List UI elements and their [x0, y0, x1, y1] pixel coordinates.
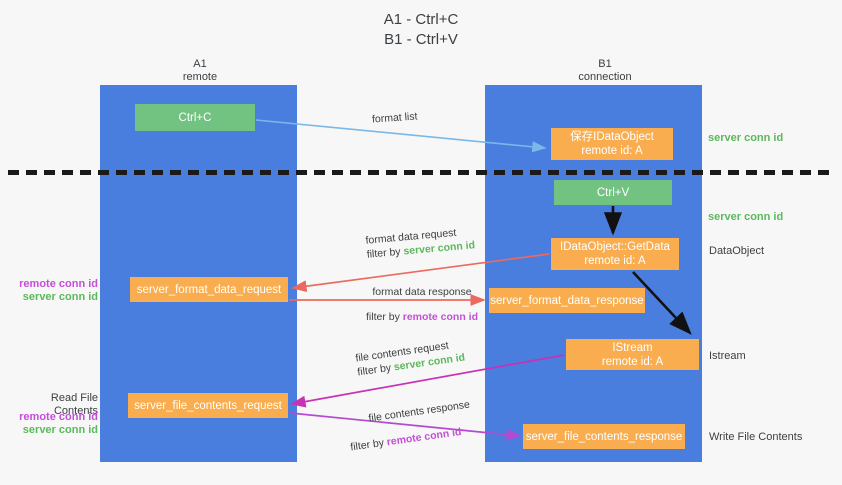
box-server-file-contents-request[interactable]: server_file_contents_request	[128, 393, 288, 418]
title-line-1: A1 - Ctrl+C	[383, 11, 459, 28]
arrow-file-contents-request	[290, 354, 565, 408]
annotation-left-conn-ids-2: remote conn id server conn id	[10, 411, 98, 437]
arrow-format-data-request	[291, 253, 550, 293]
annotation-remote-conn-id-1: remote conn id	[19, 278, 98, 290]
box-save-idataobject-line1: 保存IDataObject	[570, 131, 654, 143]
annotation-server-conn-id-1: server conn id	[22, 291, 98, 303]
annotation-server-conn-id-second: server conn id	[708, 211, 784, 223]
title-line-2: B1 - Ctrl+V	[384, 31, 458, 48]
annotation-left-conn-ids-1: remote conn id server conn id	[10, 278, 98, 304]
box-idataobject-getdata-line2: remote id: A	[584, 255, 646, 267]
annotation-istream: Istream	[709, 350, 746, 362]
column-a1-subtitle: remote	[182, 71, 218, 83]
box-idataobject-getdata-line1: IDataObject::GetData	[560, 241, 670, 253]
box-server-format-data-response-label: server_format_data_response	[490, 294, 644, 307]
column-b1-subtitle: connection	[578, 71, 632, 83]
annotation-server-conn-id-2: server conn id	[22, 424, 98, 436]
box-ctrl-c-label: Ctrl+C	[178, 111, 212, 124]
annotation-dataobject: DataObject	[709, 245, 765, 257]
annotation-write-file-contents: Write File Contents	[709, 431, 803, 443]
filter-prefix: filter by	[365, 311, 403, 323]
box-server-format-data-request[interactable]: server_format_data_request	[130, 277, 288, 302]
filter-value-remote-conn-id: remote conn id	[402, 311, 479, 323]
phase-divider	[8, 170, 834, 175]
box-server-format-data-request-label: server_format_data_request	[136, 283, 282, 296]
arrow-file-contents-response	[289, 412, 522, 441]
box-save-idataobject[interactable]: 保存IDataObject remote id: A	[551, 128, 673, 160]
box-ctrl-c[interactable]: Ctrl+C	[135, 104, 255, 131]
box-istream-line2: remote id: A	[601, 355, 664, 368]
label-format-data-response: format data response filter by remote co…	[335, 285, 509, 324]
annotation-server-conn-id-top: server conn id	[708, 132, 784, 144]
box-idataobject-getdata[interactable]: IDataObject::GetData remote id: A	[551, 238, 679, 270]
box-istream-line1: IStream	[612, 341, 653, 354]
annotation-remote-conn-id-2: remote conn id	[19, 411, 98, 423]
arrow-getdata-to-istream	[632, 271, 692, 335]
box-server-file-contents-request-label: server_file_contents_request	[134, 399, 282, 412]
arrow-format-list	[255, 119, 547, 153]
label-format-data-response-filter: filter by remote conn id	[335, 310, 509, 324]
box-server-file-contents-response-label: server_file_contents_response	[525, 430, 683, 443]
column-header-b1: B1 connection	[545, 58, 665, 84]
column-b1-name: B1	[598, 58, 612, 70]
box-istream[interactable]: IStream remote id: A	[566, 339, 699, 370]
box-ctrl-v[interactable]: Ctrl+V	[554, 180, 672, 205]
box-server-format-data-response[interactable]: server_format_data_response	[489, 288, 645, 313]
filter-prefix: filter by	[366, 245, 404, 261]
diagram-title: A1 - Ctrl+C B1 - Ctrl+V	[0, 10, 842, 50]
box-server-file-contents-response[interactable]: server_file_contents_response	[523, 424, 685, 449]
box-ctrl-v-label: Ctrl+V	[596, 186, 630, 199]
annotation-read-file-contents: Read File Contents	[50, 392, 98, 417]
box-save-idataobject-line2: remote id: A	[581, 145, 643, 157]
column-a1-name: A1	[193, 58, 207, 70]
label-format-data-response-text: format data response	[372, 286, 472, 298]
column-header-a1: A1 remote	[140, 58, 260, 84]
